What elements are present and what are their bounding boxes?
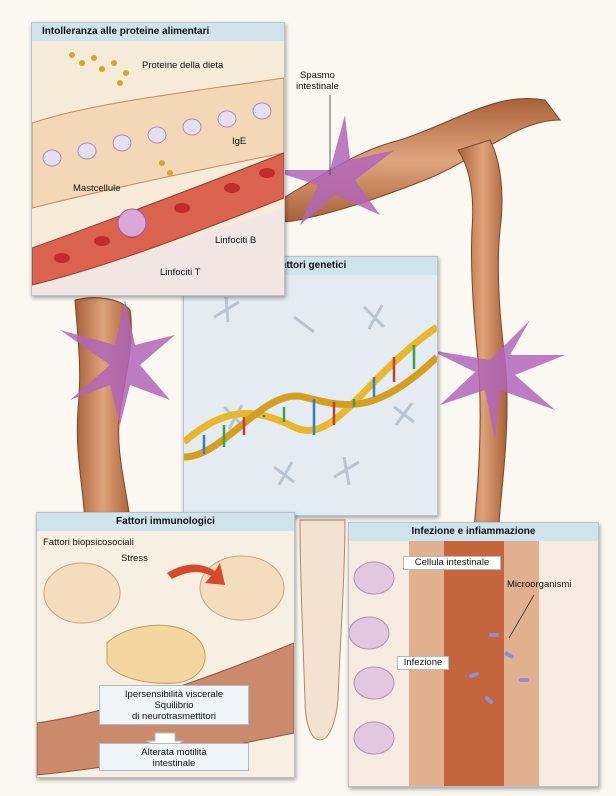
inflamed-core (444, 541, 504, 786)
chromosome-shapes (214, 297, 414, 485)
hypersensitivity-line1: Ipersensibilità viscerale (100, 689, 248, 700)
infection-inflammation-title: Infezione e infiammazione (349, 523, 598, 541)
spasm-label-line1: Spasmo (296, 70, 339, 81)
neuron-shape (107, 625, 205, 683)
brain-shapes (44, 556, 284, 623)
mast-cells-label: Mastcellule (73, 183, 121, 194)
food-intolerance-title: Intolleranza alle proteine alimentari (32, 23, 284, 41)
sigmoid-colon (300, 520, 345, 740)
spasm-label: Spasmo intestinale (296, 70, 339, 92)
immunological-illustration (37, 513, 294, 777)
hypersensitivity-line2: Squilibrio (100, 700, 248, 711)
food-intolerance-panel: Intolleranza alle proteine alimentari Pr… (31, 22, 285, 296)
ige-label: IgE (232, 136, 246, 147)
t-lymphocytes-label: Linfociti T (160, 267, 200, 278)
hypersensitivity-line3: di neurotrasmettitori (100, 711, 248, 722)
stress-label: Stress (121, 553, 148, 564)
spasm-label-line2: intestinale (296, 81, 339, 92)
microorganisms-label: Microorganismi (507, 579, 571, 590)
mast-cell (118, 209, 146, 237)
dietary-proteins-label: Proteine della dieta (142, 60, 223, 71)
b-lymphocytes-label: Linfociti B (215, 235, 256, 246)
motility-line1: Alterata motilità (100, 747, 248, 758)
immunological-factors-title: Fattori immunologici (37, 513, 294, 531)
epithelial-cells (349, 562, 394, 754)
dna-strand-b (184, 357, 437, 457)
immunological-factors-panel: Fattori immunologici Fattori biopsicosoc… (36, 512, 295, 778)
motility-line2: intestinale (100, 758, 248, 769)
infection-label: Infezione (397, 656, 449, 670)
biopsychosocial-label: Fattori biopsicosociali (43, 537, 134, 548)
intestinal-cell-label: Cellula intestinale (403, 556, 501, 570)
motility-box: Alterata motilità intestinale (99, 743, 249, 771)
infection-inflammation-panel: Infezione e infiammazione Cellula intest… (348, 522, 599, 787)
hypersensitivity-box: Ipersensibilità viscerale Squilibrio di … (99, 685, 249, 725)
